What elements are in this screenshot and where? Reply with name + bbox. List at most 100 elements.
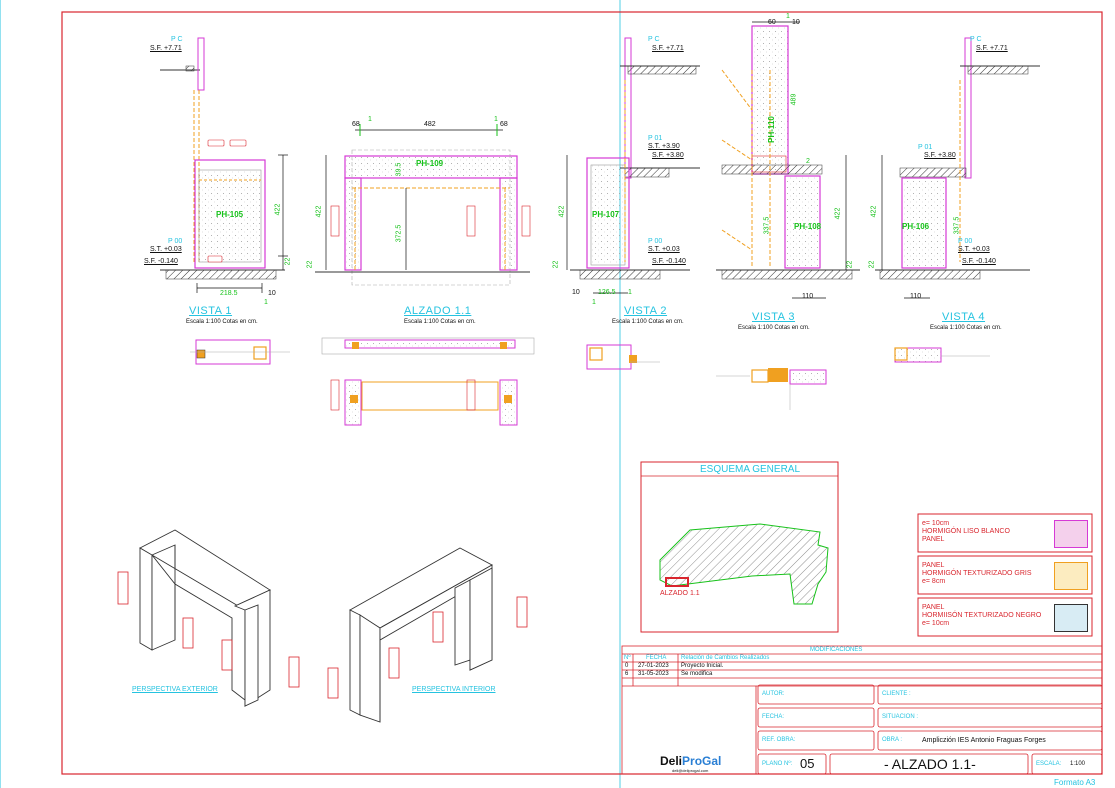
alzado-dim-height: 422	[315, 205, 323, 218]
vista1-pc-label: P C	[171, 36, 183, 43]
perspective-interior-title: PERSPECTIVA INTERIOR	[412, 686, 496, 693]
modifications-row-2-desc: Se modifica	[681, 671, 713, 677]
vista2-dim-height: 422	[558, 205, 566, 218]
vista3-drawing	[716, 21, 860, 410]
vista2-title: VISTA 2	[624, 305, 668, 317]
vista1-dim-base: 22	[284, 257, 292, 266]
vista4-dim-bottom: 110	[910, 293, 922, 300]
vista4-dim-base: 22	[868, 260, 876, 269]
alzado-scale: Escala 1:100 Cotas en cm.	[404, 319, 476, 325]
vista1-dim-height: 422	[274, 203, 282, 216]
modifications-row-1-desc: Proyecto Inicial.	[681, 663, 724, 669]
vista1-sf-low: S.F. -0.140	[144, 258, 178, 265]
vista4-sf-low: S.F. -0.140	[962, 258, 996, 265]
perspective-labels-boxes	[117, 571, 528, 699]
vista3-panel-lower: PH-108	[794, 222, 822, 231]
vista2-dim-bottom: 126.5	[598, 289, 616, 296]
titleblock-obra-label: OBRA :	[882, 737, 903, 743]
vista2-p00-label: P 00	[648, 238, 663, 245]
modifications-header-desc: Relación de Cambios Realizados	[681, 655, 770, 661]
material-1-text: e= 10cm HORMIGÓN LISO BLANCO PANEL	[922, 520, 1010, 544]
modifications-header-date: FECHA	[646, 655, 667, 661]
vista2-sf-mid: S.F. +3.80	[652, 152, 684, 159]
vista4-title: VISTA 4	[942, 311, 986, 323]
vista1-drawing	[160, 37, 290, 365]
vista2-drawing	[566, 37, 700, 370]
logo-text-b: ProGal	[682, 754, 722, 768]
vista3-dim-top-right: 10	[792, 19, 800, 26]
vista2-marker-right: 1	[628, 289, 632, 296]
material-3-text: PANEL HORMIISÓN TEXTURIZADO NEGRO e= 10c…	[922, 604, 1042, 628]
modifications-row-2-n: 6	[625, 671, 629, 677]
titleblock-plano-label: PLANO Nº:	[762, 761, 793, 767]
vista4-sf-top: S.F. +7.71	[976, 45, 1008, 52]
vista4-pc-label: P C	[970, 36, 982, 43]
alzado-dim-center: 482	[424, 121, 436, 128]
vista1-title: VISTA 1	[189, 305, 233, 317]
alzado-dim-vert: 39.5	[395, 162, 403, 177]
vista2-pc-label: P C	[648, 36, 660, 43]
vista3-dim-base: 22	[846, 260, 854, 269]
vista3-mid-marker: 2	[806, 158, 810, 165]
perspective-exterior-title: PERSPECTIVA EXTERIOR	[132, 686, 218, 693]
modifications-row-1-date: 27-01-2023	[638, 663, 669, 669]
alzado-drawing	[315, 124, 535, 426]
alzado-title: ALZADO 1.1	[404, 305, 472, 317]
vista4-scale: Escala 1:100 Cotas en cm.	[930, 325, 1002, 331]
schema-label: ALZADO 1.1	[660, 590, 700, 597]
titleblock-escala-label: ESCALA:	[1036, 761, 1062, 767]
vista2-st-top: S.T. +3.90	[648, 143, 680, 150]
titleblock-cliente-label: CLIENTE :	[882, 691, 911, 697]
logo-email: deli@deliprogal.com	[672, 768, 709, 773]
vista1-dim-gap: 10	[268, 290, 276, 297]
material-2-text: PANEL HORMIGÓN TEXTURIZADO GRIS e= 8cm	[922, 562, 1032, 586]
vista4-panel-label: PH-106	[902, 222, 930, 231]
materials-legend-frame	[917, 513, 1093, 637]
vista1-st: S.T. +0.03	[150, 246, 182, 253]
vista4-dim-height: 422	[870, 205, 878, 218]
vista2-marker-left: 1	[592, 299, 596, 306]
vista4-dim-inner: 337.5	[953, 216, 961, 235]
material-2-swatch	[1054, 562, 1088, 590]
logo-text-a: Deli	[660, 754, 683, 768]
vista3-dim-top-left: 60	[768, 19, 776, 26]
vista1-dim-bottom: 218.5	[220, 290, 238, 297]
format-label: Formato A3	[1054, 778, 1096, 787]
vista2-panel-label: PH-107	[592, 210, 620, 219]
titleblock-obra-value: Ampliczión IES Antonio Fraguas Forges	[922, 737, 1046, 744]
vista1-sf-top: S.F. +7.71	[150, 45, 182, 52]
vista3-dim-upper: 489	[790, 93, 798, 106]
vista2-scale: Escala 1:100 Cotas en cm.	[612, 319, 684, 325]
vista2-p01-label: P 01	[648, 135, 663, 142]
vista3-marker: 1	[786, 13, 790, 20]
vista3-dim-right: 422	[834, 207, 842, 220]
alzado-marker-right: 1	[494, 116, 498, 123]
vista1-scale: Escala 1:100 Cotas en cm.	[186, 319, 258, 325]
vista3-scale: Escala 1:100 Cotas en cm.	[738, 325, 810, 331]
vista3-panel-upper: PH-110	[766, 116, 776, 143]
titleblock-escala-value: 1:100	[1070, 761, 1086, 767]
alzado-dim-base: 22	[306, 260, 314, 269]
vista4-sf-mid: S.F. +3.80	[924, 152, 956, 159]
titleblock-ref-label: REF. OBRA:	[762, 737, 796, 743]
vista3-dim-lower: 337.5	[763, 216, 771, 235]
titleblock-plano-number: 05	[800, 756, 815, 771]
vista1-p00-label: P 00	[168, 238, 183, 245]
material-3-swatch	[1054, 604, 1088, 632]
vista4-st: S.T. +0.03	[958, 246, 990, 253]
titleblock-drawing-title: - ALZADO 1.1-	[884, 756, 976, 772]
modifications-header-n: Nº	[624, 655, 631, 661]
vista2-dim-left: 10	[572, 289, 580, 296]
alzado-dim-left: 68	[352, 121, 360, 128]
vista3-dim-bottom: 110	[802, 293, 814, 300]
titleblock-fields	[757, 684, 1103, 775]
vista2-sf-low: S.F. -0.140	[652, 258, 686, 265]
titleblock-fecha-label: FECHA:	[762, 714, 785, 720]
perspective-interior-drawing	[349, 547, 493, 723]
alzado-marker-left: 1	[368, 116, 372, 123]
vista4-drawing	[875, 37, 1040, 363]
company-logo: DeliProGal	[660, 754, 721, 768]
vista2-dim-base: 22	[552, 260, 560, 269]
titleblock-frame	[621, 645, 1103, 775]
modifications-title: MODIFICACIONES	[810, 647, 863, 653]
